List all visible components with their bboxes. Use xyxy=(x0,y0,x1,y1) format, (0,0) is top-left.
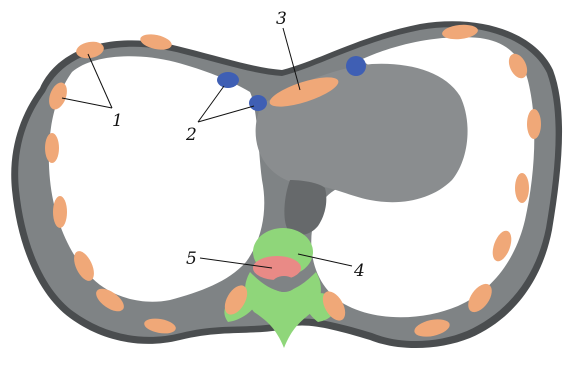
label-5: 5 xyxy=(186,249,197,269)
rib-segment xyxy=(53,196,67,228)
rib-segment xyxy=(515,173,529,203)
spinal-canal xyxy=(272,276,296,292)
vessel xyxy=(346,56,366,76)
vessel xyxy=(217,72,239,88)
rib-segment xyxy=(527,109,541,139)
rib-segment xyxy=(45,133,59,163)
label-3: 3 xyxy=(276,9,287,29)
vessel xyxy=(249,95,267,111)
label-2: 2 xyxy=(185,125,197,145)
esophagus xyxy=(253,256,301,280)
label-4: 4 xyxy=(353,261,365,281)
label-1: 1 xyxy=(112,111,123,131)
